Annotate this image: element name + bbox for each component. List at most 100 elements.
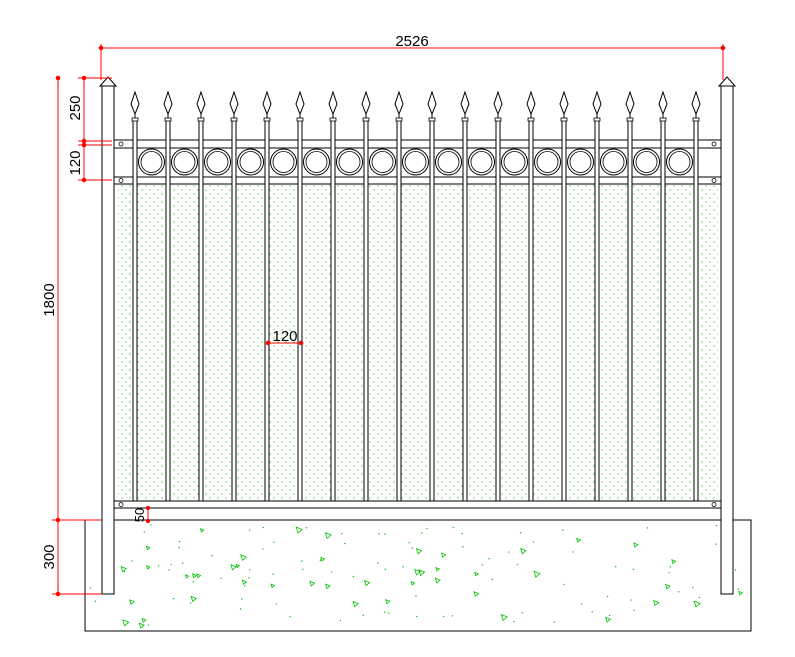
hatch-mark [605,616,612,623]
picket [592,90,602,502]
hatch-mark [384,568,386,571]
dim-spear-height [78,75,112,144]
concrete-foundation [84,519,752,632]
pickets [130,90,701,502]
hatch-mark [339,619,342,622]
hatch-mark [737,588,740,590]
hatch-mark [262,526,264,529]
hatch-mark [462,546,464,548]
hatch-mark [734,569,737,571]
hatch-mark [344,542,346,545]
hatch-mark [385,598,391,605]
hatch-mark [633,542,639,548]
hatch-mark [410,580,416,586]
hatch-mark [652,599,660,607]
dim-ring-band [78,142,112,183]
picket [625,90,635,502]
hatch-mark [377,562,379,564]
hatch-mark [275,603,278,605]
hatch-mark [138,622,145,629]
hatch-mark [230,564,237,571]
hatch-mark [89,587,92,589]
ring [138,148,165,176]
picket [394,90,404,502]
hatch-mark [693,600,701,608]
hatch-mark [272,573,274,576]
hatch-mark [220,577,222,579]
hatch-mark [145,565,151,570]
bottom-rail [113,500,722,509]
picket [229,90,239,502]
ring [303,148,330,176]
hatch-mark [420,532,423,534]
hatch-mark [240,554,247,561]
hatch-mark [513,620,515,623]
hatch-mark [147,624,150,626]
hatch-mark [473,591,480,597]
panel-mesh-fill [118,183,718,501]
picket [427,90,437,502]
picket [361,90,371,502]
ring [336,148,363,176]
ring [600,148,627,176]
hatch-mark [145,545,151,551]
ring-band [138,148,693,176]
hatch-mark [461,532,464,535]
hatch-mark [442,615,445,618]
hatch-mark [199,528,205,533]
hatch-mark [521,612,524,614]
hatch-mark [141,617,147,623]
ring [237,148,264,176]
foundation-hatch [89,524,743,629]
hatch-mark [319,559,322,561]
hatch-mark [243,585,246,587]
hatch-mark [378,533,380,535]
hatch-mark [408,542,410,544]
hatch-mark [192,580,195,583]
hatch-mark [715,543,717,545]
hatch-mark [352,575,355,578]
hatch-mark [143,531,145,533]
hatch-mark [340,533,343,535]
hatch-mark [452,526,454,529]
hatch-mark [553,621,556,623]
hatch-mark [415,548,423,555]
hatch-mark [516,563,518,566]
hatch-mark [122,619,130,627]
hatch-mark [189,602,192,604]
picket [262,90,272,502]
hatch-mark [196,573,202,579]
hatch-mark [352,600,359,608]
hatch-mark [383,611,386,613]
hatch-mark [481,564,484,566]
hatch-mark [435,566,441,572]
hatch-mark [211,555,213,557]
hatch-mark [325,583,331,590]
picket [130,90,140,502]
hatch-mark [150,524,152,526]
hatch-mark [168,569,170,571]
top-rail [113,139,722,149]
ring [501,148,528,176]
hatch-mark [426,527,428,530]
ring [270,148,297,176]
hatch-mark [273,541,275,543]
hatch-mark [363,579,371,587]
hatch-mark [331,571,333,573]
hatch-mark [248,577,250,579]
left-post [98,76,118,595]
hatch-mark [715,525,718,527]
hatch-mark [562,529,564,531]
hatch-mark [488,557,490,560]
hatch-mark [129,599,135,605]
ring [369,148,396,176]
hatch-mark [170,563,172,566]
hatch-mark [533,570,541,578]
hatch-mark [120,565,128,573]
hatch-mark [500,613,508,622]
hatch-mark [580,603,583,605]
hatch-mark [94,600,97,603]
hatch-mark [320,556,326,562]
hatch-mark [239,608,242,610]
